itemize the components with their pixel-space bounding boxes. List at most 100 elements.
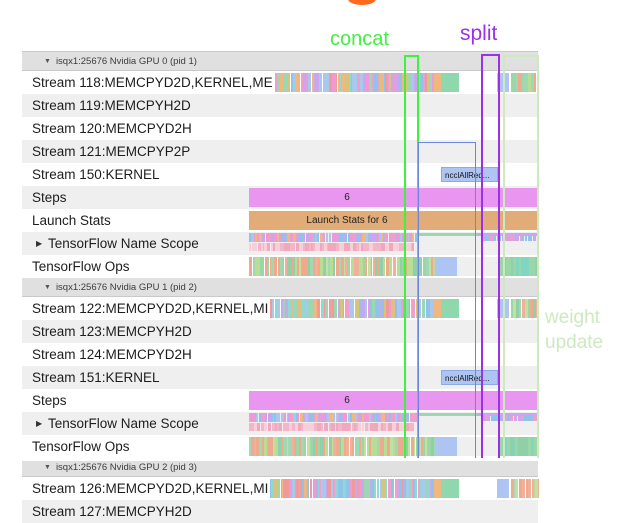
timeline-event-bar[interactable] bbox=[412, 233, 415, 242]
timeline-event-bar[interactable] bbox=[402, 423, 405, 431]
timeline-event-bar[interactable] bbox=[267, 257, 268, 276]
timeline-event-bar[interactable] bbox=[307, 479, 309, 498]
timeline-track[interactable] bbox=[249, 255, 538, 278]
timeline-row[interactable]: ▶TensorFlow Name Scope bbox=[22, 232, 538, 255]
timeline-track[interactable] bbox=[249, 435, 538, 458]
timeline-event-bar[interactable] bbox=[419, 257, 422, 276]
timeline-event-bar[interactable] bbox=[304, 437, 306, 456]
timeline-event-bar[interactable] bbox=[351, 299, 354, 318]
timeline-event-bar[interactable] bbox=[256, 413, 258, 422]
timeline-event-bar[interactable] bbox=[377, 479, 379, 498]
timeline-event-bar[interactable] bbox=[259, 423, 261, 431]
timeline-event-bar[interactable] bbox=[420, 299, 421, 318]
timeline-bar[interactable] bbox=[417, 233, 477, 236]
timeline-event-bar[interactable] bbox=[412, 243, 414, 251]
timeline-track[interactable]: ncclAllRed... bbox=[249, 163, 538, 186]
timeline-event-bar[interactable] bbox=[413, 423, 414, 431]
timeline-track[interactable] bbox=[249, 297, 538, 320]
timeline-event-bar[interactable] bbox=[393, 257, 396, 276]
timeline-event-bar[interactable] bbox=[333, 413, 335, 422]
timeline-event-bar[interactable] bbox=[362, 423, 364, 431]
timeline-event-bar[interactable] bbox=[519, 299, 521, 318]
timeline-event-bar[interactable] bbox=[537, 73, 538, 92]
timeline-event-bar[interactable] bbox=[287, 73, 290, 92]
timeline-event-bar[interactable] bbox=[284, 413, 285, 422]
timeline-event-bar[interactable] bbox=[525, 257, 528, 276]
timeline-event-bar[interactable] bbox=[385, 233, 388, 242]
timeline-track[interactable]: 6 bbox=[249, 389, 538, 412]
timeline-event-bar[interactable] bbox=[374, 479, 375, 498]
timeline-event-bar[interactable] bbox=[344, 413, 347, 422]
timeline-event-bar[interactable] bbox=[511, 415, 513, 421]
timeline-bar-concat[interactable] bbox=[441, 299, 459, 318]
timeline-event-bar[interactable] bbox=[534, 73, 536, 92]
timeline-track[interactable]: Launch Stats for 6 bbox=[249, 209, 538, 232]
timeline-event-bar[interactable] bbox=[249, 243, 251, 251]
timeline-event-bar[interactable] bbox=[262, 257, 264, 276]
timeline-row[interactable]: Stream 123:MEMCPYH2D bbox=[22, 320, 538, 343]
timeline-event-bar[interactable] bbox=[264, 423, 267, 431]
timeline-event-bar[interactable] bbox=[532, 257, 535, 276]
timeline-row[interactable]: TensorFlow Ops bbox=[22, 255, 538, 278]
timeline-track[interactable] bbox=[249, 320, 538, 343]
timeline-event-bar[interactable] bbox=[525, 235, 527, 241]
timeline-row[interactable]: Stream 119:MEMCPYH2D bbox=[22, 94, 538, 117]
timeline-bar[interactable] bbox=[434, 479, 441, 498]
chevron-down-icon[interactable]: ▼ bbox=[44, 58, 51, 65]
timeline-event-bar[interactable] bbox=[531, 437, 533, 456]
timeline-event-bar[interactable] bbox=[494, 235, 496, 241]
timeline-bar[interactable] bbox=[434, 73, 441, 92]
timeline-row[interactable]: Stream 126:MEMCPYD2D,KERNEL,MI bbox=[22, 477, 538, 500]
timeline-event-bar[interactable] bbox=[265, 413, 267, 422]
timeline-event-bar[interactable] bbox=[365, 299, 367, 318]
timeline-event-bar[interactable] bbox=[414, 437, 416, 456]
timeline-event-bar[interactable] bbox=[303, 233, 305, 242]
timeline-bar[interactable] bbox=[457, 257, 500, 276]
timeline-track[interactable] bbox=[249, 140, 538, 163]
timeline-track[interactable] bbox=[249, 412, 538, 435]
timeline-event-bar[interactable] bbox=[268, 423, 271, 431]
timeline-event-bar[interactable] bbox=[521, 257, 524, 276]
timeline-event-bar[interactable] bbox=[329, 233, 331, 242]
timeline-track[interactable] bbox=[249, 477, 538, 500]
timeline-event-bar[interactable] bbox=[391, 479, 394, 498]
timeline-row[interactable]: ▶TensorFlow Name Scope bbox=[22, 412, 538, 435]
timeline-event-bar[interactable] bbox=[352, 437, 353, 456]
timeline-event-bar[interactable] bbox=[336, 73, 337, 92]
timeline-event-bar[interactable] bbox=[530, 235, 532, 241]
chevron-right-icon[interactable]: ▶ bbox=[36, 412, 42, 435]
timeline-bar-split[interactable] bbox=[497, 73, 509, 92]
timeline-track[interactable] bbox=[249, 232, 538, 255]
timeline-event-bar[interactable] bbox=[325, 299, 328, 318]
timeline-event-bar[interactable] bbox=[499, 235, 501, 241]
timeline-track[interactable] bbox=[249, 117, 538, 140]
chevron-right-icon[interactable]: ▶ bbox=[36, 232, 42, 255]
timeline-event-bar[interactable] bbox=[515, 479, 518, 498]
timeline-row[interactable]: ncclAllRed...Stream 151:KERNEL bbox=[22, 366, 538, 389]
timeline-event-bar[interactable] bbox=[282, 257, 284, 276]
timeline-event-bar[interactable] bbox=[402, 233, 404, 242]
timeline-event-bar[interactable] bbox=[317, 299, 320, 318]
timeline-track[interactable]: ncclAllRed... bbox=[249, 366, 538, 389]
timeline-event-bar[interactable] bbox=[497, 415, 498, 421]
timeline-row[interactable]: Stream 127:MEMCPYH2D bbox=[22, 500, 538, 523]
timeline-event-bar[interactable] bbox=[408, 437, 410, 456]
timeline-track[interactable] bbox=[249, 500, 538, 523]
timeline-event-bar[interactable] bbox=[277, 299, 280, 318]
timeline-bar[interactable] bbox=[417, 413, 477, 416]
timeline-track[interactable] bbox=[249, 71, 538, 94]
timeline-event-bar[interactable] bbox=[267, 243, 269, 251]
timeline-event-bar[interactable] bbox=[389, 257, 392, 276]
timeline-event-bar[interactable] bbox=[333, 257, 336, 276]
group-header-gpu-0[interactable]: ▼isqx1:25676 Nvidia GPU 0 (pid 1) bbox=[22, 52, 538, 71]
timeline-event-bar[interactable] bbox=[279, 423, 282, 431]
timeline-row[interactable]: Stream 124:MEMCPYD2H bbox=[22, 343, 538, 366]
timeline-event-bar[interactable] bbox=[262, 233, 265, 242]
chevron-down-icon[interactable]: ▼ bbox=[44, 464, 51, 471]
timeline-event-bar[interactable] bbox=[319, 73, 322, 92]
timeline-event-bar[interactable] bbox=[366, 257, 368, 276]
timeline-event-bar[interactable] bbox=[347, 257, 350, 276]
timeline-bar-concat[interactable] bbox=[441, 479, 459, 498]
timeline-bar-concat-op[interactable] bbox=[435, 437, 457, 456]
timeline-row[interactable]: ncclAllRed...Stream 150:KERNEL bbox=[22, 163, 538, 186]
